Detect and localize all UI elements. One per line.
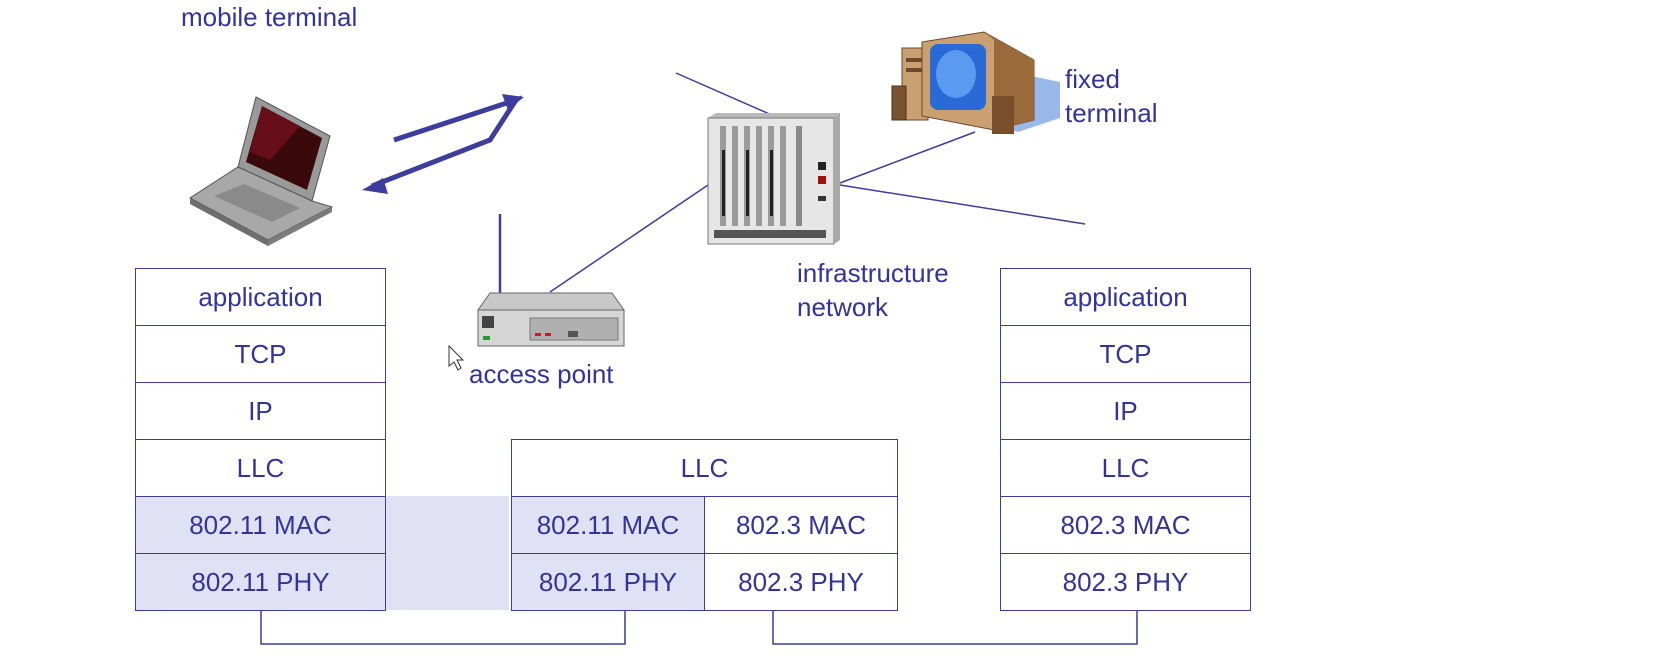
mouse-cursor-icon [448,344,465,371]
network-line-top [675,72,775,117]
fixed-stack-tcp: TCP [1000,325,1251,383]
mobile-stack-application: application [135,268,386,326]
ap-stack-80211-phy: 802.11 PHY [511,553,705,611]
fixed-stack-application: application [1000,268,1251,326]
wired-phy-connector [772,610,1138,645]
fixed-terminal-label: fixed terminal [1065,64,1158,128]
mobile-stack-tcp: TCP [135,325,386,383]
mobile-stack-80211-mac: 802.11 MAC [135,496,386,554]
network-line-ap [549,184,709,293]
mobile-terminal-label: mobile terminal [181,2,358,32]
laptop-icon [189,96,334,246]
wireless-link-band [385,496,509,610]
ap-stack-8023-phy: 802.3 PHY [704,553,898,611]
fixed-stack-8023-phy: 802.3 PHY [1000,553,1251,611]
mobile-stack-llc: LLC [135,439,386,497]
network-line-right [839,184,1086,225]
access-point-label: access point [469,359,614,389]
desktop-computer-icon [891,31,1060,134]
network-line-fixed [839,131,976,184]
access-point-device-icon [477,292,625,347]
ap-stack-8023-mac: 802.3 MAC [704,496,898,554]
wireless-phy-connector [260,610,626,645]
fixed-stack-llc: LLC [1000,439,1251,497]
fixed-stack-ip: IP [1000,382,1251,440]
ap-stack-80211-mac: 802.11 MAC [511,496,705,554]
fixed-stack-8023-mac: 802.3 MAC [1000,496,1251,554]
mobile-stack-ip: IP [135,382,386,440]
network-switch-icon [707,113,840,245]
infrastructure-network-label: infrastructure network [797,258,949,322]
ap-stack-llc: LLC [511,439,898,497]
mobile-stack-80211-phy: 802.11 PHY [135,553,386,611]
wireless-link-icon [362,94,524,194]
